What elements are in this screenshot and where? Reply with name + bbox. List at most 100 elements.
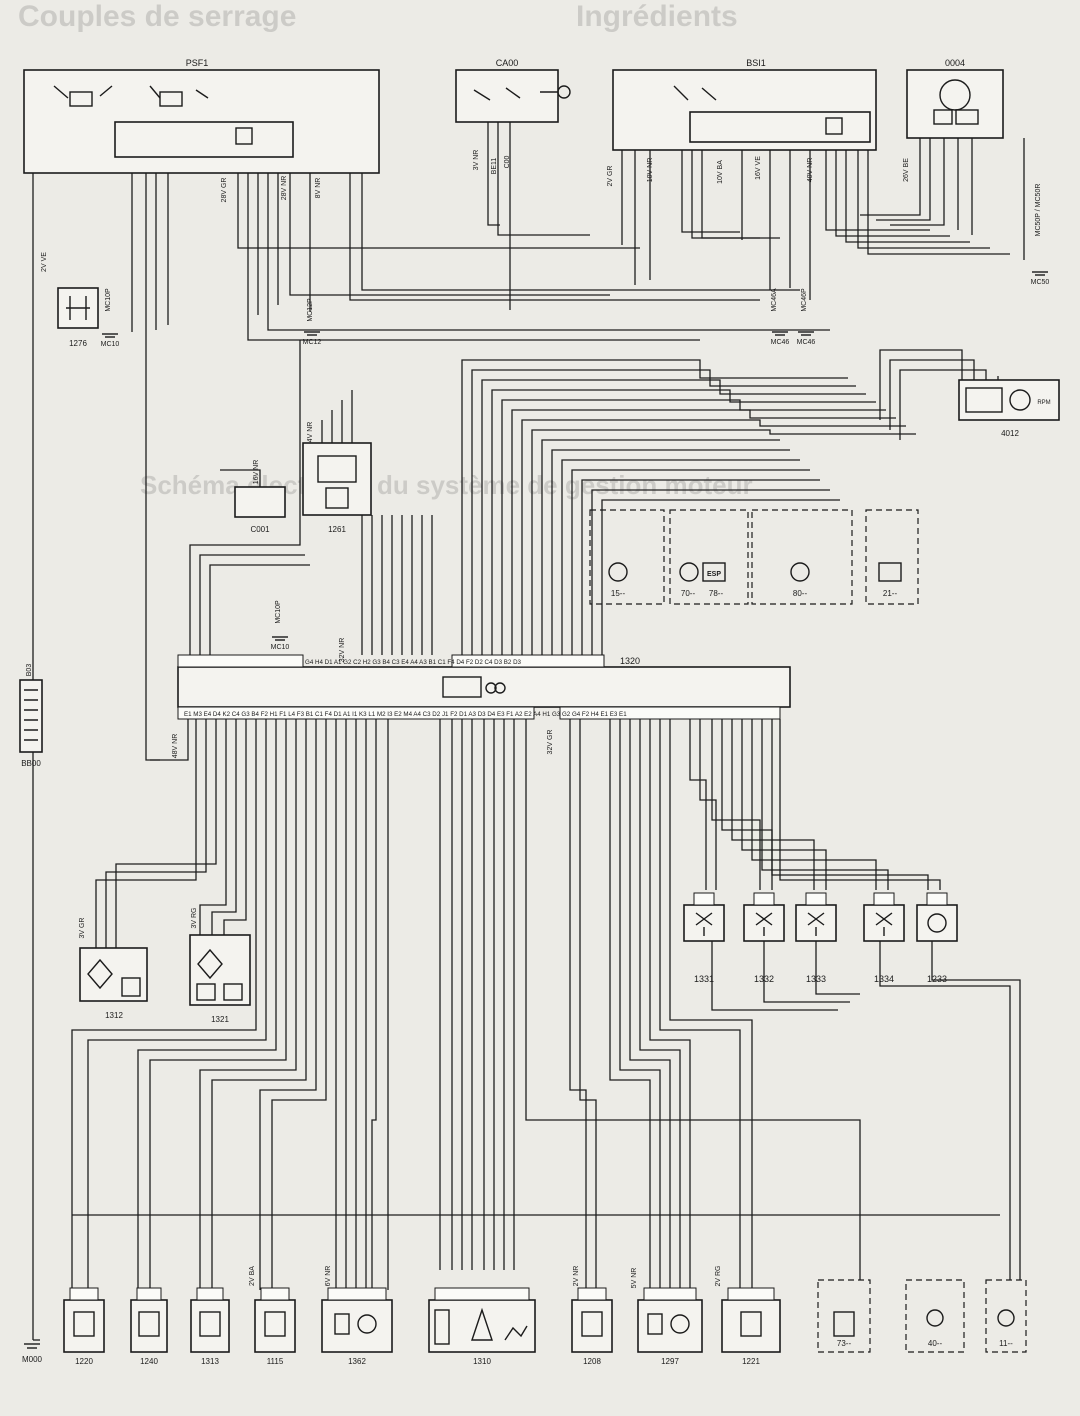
component-1233[interactable]: 1233 xyxy=(916,892,958,984)
component-code: 1221 xyxy=(742,1357,760,1366)
relay-icon xyxy=(53,85,209,99)
sensor-icon xyxy=(264,1311,286,1337)
fuel-icon xyxy=(196,983,216,1001)
component-1115[interactable]: 1115 xyxy=(254,1287,296,1366)
component-1312[interactable]: 1312 xyxy=(79,947,148,1020)
component-1240[interactable]: 1240 xyxy=(130,1287,168,1366)
ground-5: MC46 xyxy=(771,331,790,346)
connector-label: 2V RG xyxy=(715,1265,722,1286)
glow-icon xyxy=(997,1309,1015,1327)
component-layer: 1331 1332 1333 1334 1233 1220 1240 1313 1115 1362… xyxy=(63,892,1027,1366)
component-code: 73-- xyxy=(837,1339,852,1348)
component-11[interactable]: 11-- xyxy=(985,1279,1027,1353)
ghost-heading-left: Couples de serrage xyxy=(18,0,297,33)
component-code: 1313 xyxy=(201,1357,219,1366)
component-1331[interactable]: 1331 xyxy=(683,892,725,984)
component-code: 1220 xyxy=(75,1357,93,1366)
ground-label: MC12P xyxy=(307,298,314,322)
ecu-1320[interactable]: 1320 G4 H4 D1 A1 G2 C2 H2 G3 B4 C3 E4 A4… xyxy=(177,654,791,720)
fan-icon xyxy=(608,562,628,582)
component-1310[interactable]: 1310 xyxy=(428,1287,536,1366)
component-code: 11-- xyxy=(999,1339,1013,1348)
module-psf1[interactable]: PSF1 xyxy=(23,58,380,174)
ground-label: MC46 xyxy=(771,339,790,346)
component-1321[interactable]: 1321 xyxy=(189,934,251,1024)
ecu-1320-code: 1320 xyxy=(620,656,640,666)
component-code: 1334 xyxy=(874,974,894,984)
connector-label: 3V RG xyxy=(191,907,198,928)
connector-label: 10V BA xyxy=(717,160,724,184)
component-code: 1331 xyxy=(694,974,714,984)
component-code: 1332 xyxy=(754,974,774,984)
lamp-icon xyxy=(833,1311,855,1337)
module-bsi1-code: BSI1 xyxy=(746,58,766,68)
ground-9: MC50 xyxy=(1031,271,1049,286)
fuel-icon xyxy=(740,1311,762,1337)
ground-label: MC10 xyxy=(271,644,290,651)
fan-icon xyxy=(927,913,947,933)
connector-label: 40V NR xyxy=(807,158,814,183)
injector-icon xyxy=(695,912,713,936)
ecu-oo-icon xyxy=(485,682,497,694)
ground-11: MC10 xyxy=(271,636,290,651)
connector-label: 6V NR xyxy=(325,1266,332,1287)
esp-icon xyxy=(702,562,726,582)
component-1276-code: 1276 xyxy=(69,339,87,348)
injector-icon xyxy=(807,912,825,936)
component-c001[interactable]: C001 xyxy=(234,486,286,534)
connector-label: 8V NR xyxy=(315,178,322,199)
ground-symbols: MC10PMC10MC12PMC12MC46AMC46MC46PMC46MC50… xyxy=(101,184,1050,651)
connector-label: 2V GR xyxy=(607,165,614,186)
component-1332[interactable]: 1332 xyxy=(743,892,785,984)
ground-4: MC46A xyxy=(771,288,778,312)
component-code: 1333 xyxy=(806,974,826,984)
component-1261[interactable]: 1261 xyxy=(302,442,372,534)
bridge-icon xyxy=(87,958,113,990)
module-bsi1[interactable]: BSI1 xyxy=(612,58,877,151)
component-1334[interactable]: 1334 xyxy=(863,892,905,984)
component-code: 1297 xyxy=(661,1357,679,1366)
ground-label: MC46P xyxy=(801,288,808,312)
battery-icon xyxy=(24,689,38,741)
ground-2: MC12P xyxy=(307,298,314,322)
temp-icon xyxy=(138,1311,160,1337)
component-1276[interactable]: 1276 xyxy=(57,287,99,348)
battery-bb00[interactable]: B03 BB00 xyxy=(19,664,43,768)
module-ca00[interactable]: CA00 xyxy=(455,58,571,123)
component-4012[interactable]: RPM 4012 xyxy=(958,379,1060,438)
bridge-icon xyxy=(197,948,223,980)
temp-icon xyxy=(73,1311,95,1337)
connector-label: BE11 xyxy=(491,158,498,175)
component-1333[interactable]: 1333 xyxy=(795,892,837,984)
component-1220[interactable]: 1220 xyxy=(63,1287,105,1366)
component-1313[interactable]: 1313 xyxy=(190,1287,230,1366)
component-1221[interactable]: 1221 xyxy=(721,1287,781,1366)
component-4012-code: 4012 xyxy=(1001,429,1019,438)
dashed-group-21: 21-- xyxy=(883,589,898,598)
component-73[interactable]: 73-- xyxy=(817,1279,871,1353)
dashed-group-area: ESP 15-- 70-- 78-- 80-- 21-- xyxy=(589,509,919,605)
gauge-icon xyxy=(939,79,971,111)
connector-label: 28V GR xyxy=(221,178,228,203)
pedal-icon xyxy=(325,487,349,509)
ghost-heading-right: Ingrédients xyxy=(576,0,738,33)
ground-3: MC12 xyxy=(303,331,321,346)
component-code: 1362 xyxy=(348,1357,366,1366)
key-icon xyxy=(557,85,571,99)
ground-label: MC10P xyxy=(275,600,282,624)
component-1297[interactable]: 1297 xyxy=(637,1287,703,1366)
connector-label: 10V NR xyxy=(647,158,654,183)
component-code: 1233 xyxy=(927,974,947,984)
connector-label: 16V NR xyxy=(253,460,260,485)
dashed-group-80: 80-- xyxy=(793,589,808,598)
component-1208[interactable]: 1208 xyxy=(571,1287,613,1366)
ground-label: MC46A xyxy=(771,288,778,312)
module-0004[interactable]: 0004 xyxy=(906,58,1004,139)
connector-label: 32V GR xyxy=(547,730,554,755)
ground-label: MC10 xyxy=(101,341,120,348)
connector-label: C00 xyxy=(504,155,511,168)
dashed-group-70: 70-- xyxy=(681,589,696,598)
component-40[interactable]: 40-- xyxy=(905,1279,965,1353)
lamp-icon xyxy=(878,562,902,582)
component-1362[interactable]: 1362 xyxy=(321,1287,393,1366)
